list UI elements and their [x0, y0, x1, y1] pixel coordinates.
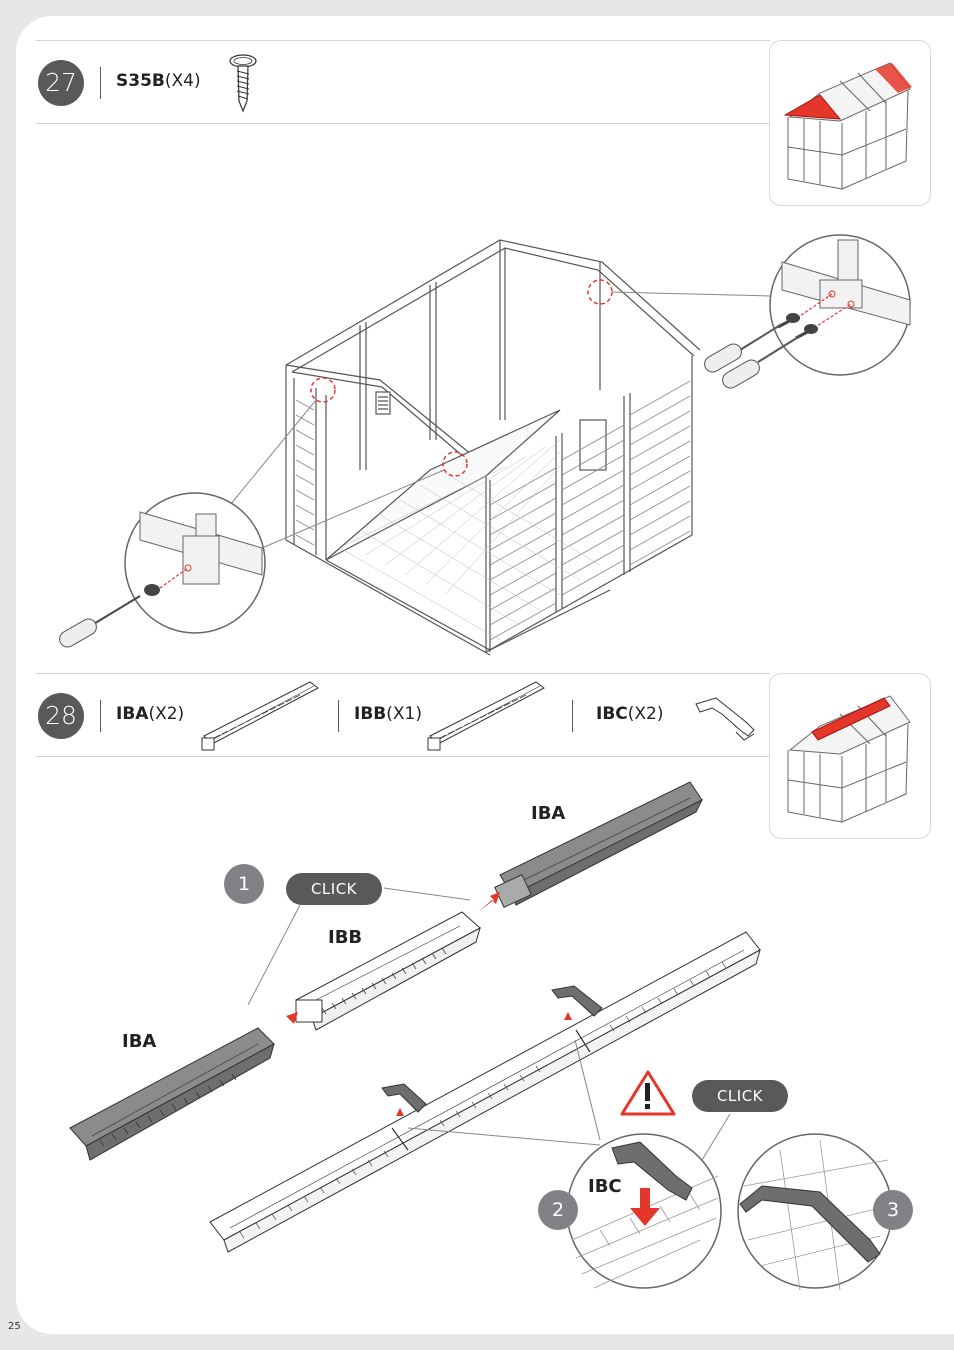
step-28-header: 28 IBA(X2) IBB(X1) IBC(X2) — [36, 673, 770, 757]
divider — [100, 67, 101, 99]
page-number: 25 — [8, 1321, 21, 1332]
part-qty: (X1) — [386, 704, 422, 724]
part-label-ibb: IBB(X1) — [354, 704, 422, 724]
ridge-clip-icon — [695, 697, 755, 741]
step-number: 28 — [38, 693, 84, 739]
step-28-overview-thumbnail — [769, 673, 931, 839]
divider — [338, 700, 339, 732]
click-callout-1: CLICK — [286, 873, 382, 905]
part-label-s35b: S35B(X4) — [116, 71, 201, 91]
step-badge-3: 3 — [873, 1190, 913, 1230]
step-27-header: 27 S35B(X4) — [36, 40, 770, 124]
label-iba-left: IBA — [122, 1031, 157, 1052]
step-number: 27 — [38, 60, 84, 106]
divider — [572, 700, 573, 732]
label-ibb: IBB — [328, 927, 363, 948]
step-badge-2: 2 — [538, 1190, 578, 1230]
step-27-overview-thumbnail — [769, 40, 931, 206]
part-code: IBA — [116, 704, 149, 724]
ibb-beam-middle — [295, 911, 481, 1031]
part-code: IBB — [354, 704, 387, 724]
click-callout-2: CLICK — [692, 1080, 788, 1112]
ridge-beam-icon — [201, 681, 319, 751]
part-label-ibc: IBC(X2) — [596, 704, 664, 724]
label-iba-top: IBA — [531, 803, 566, 824]
shed-overview-illustration — [787, 695, 911, 823]
label-ibc: IBC — [588, 1176, 622, 1197]
part-qty: (X2) — [148, 704, 185, 724]
zoom-detail-bottom-left — [59, 492, 266, 648]
part-qty: (X4) — [164, 71, 201, 91]
assembled-ridge-beam — [209, 931, 761, 1253]
screw-icon — [229, 54, 257, 113]
iba-beam-top — [494, 781, 704, 908]
part-code: IBC — [596, 704, 628, 724]
zoom-detail-clip-insert — [566, 1133, 722, 1289]
part-code: S35B — [116, 71, 165, 91]
part-label-iba: IBA(X2) — [116, 704, 184, 724]
warning-icon — [620, 1070, 676, 1116]
iba-beam-left — [69, 1027, 275, 1161]
shed-overview-illustration — [783, 62, 912, 190]
step-badge-1: 1 — [224, 864, 264, 904]
divider — [100, 700, 101, 732]
zoom-detail-clip-seated — [737, 1133, 893, 1291]
ridge-beam-icon — [427, 681, 545, 751]
zoom-detail-top-right — [769, 234, 911, 376]
step-27-shed-frame-illustration — [59, 234, 911, 656]
part-qty: (X2) — [627, 704, 664, 724]
